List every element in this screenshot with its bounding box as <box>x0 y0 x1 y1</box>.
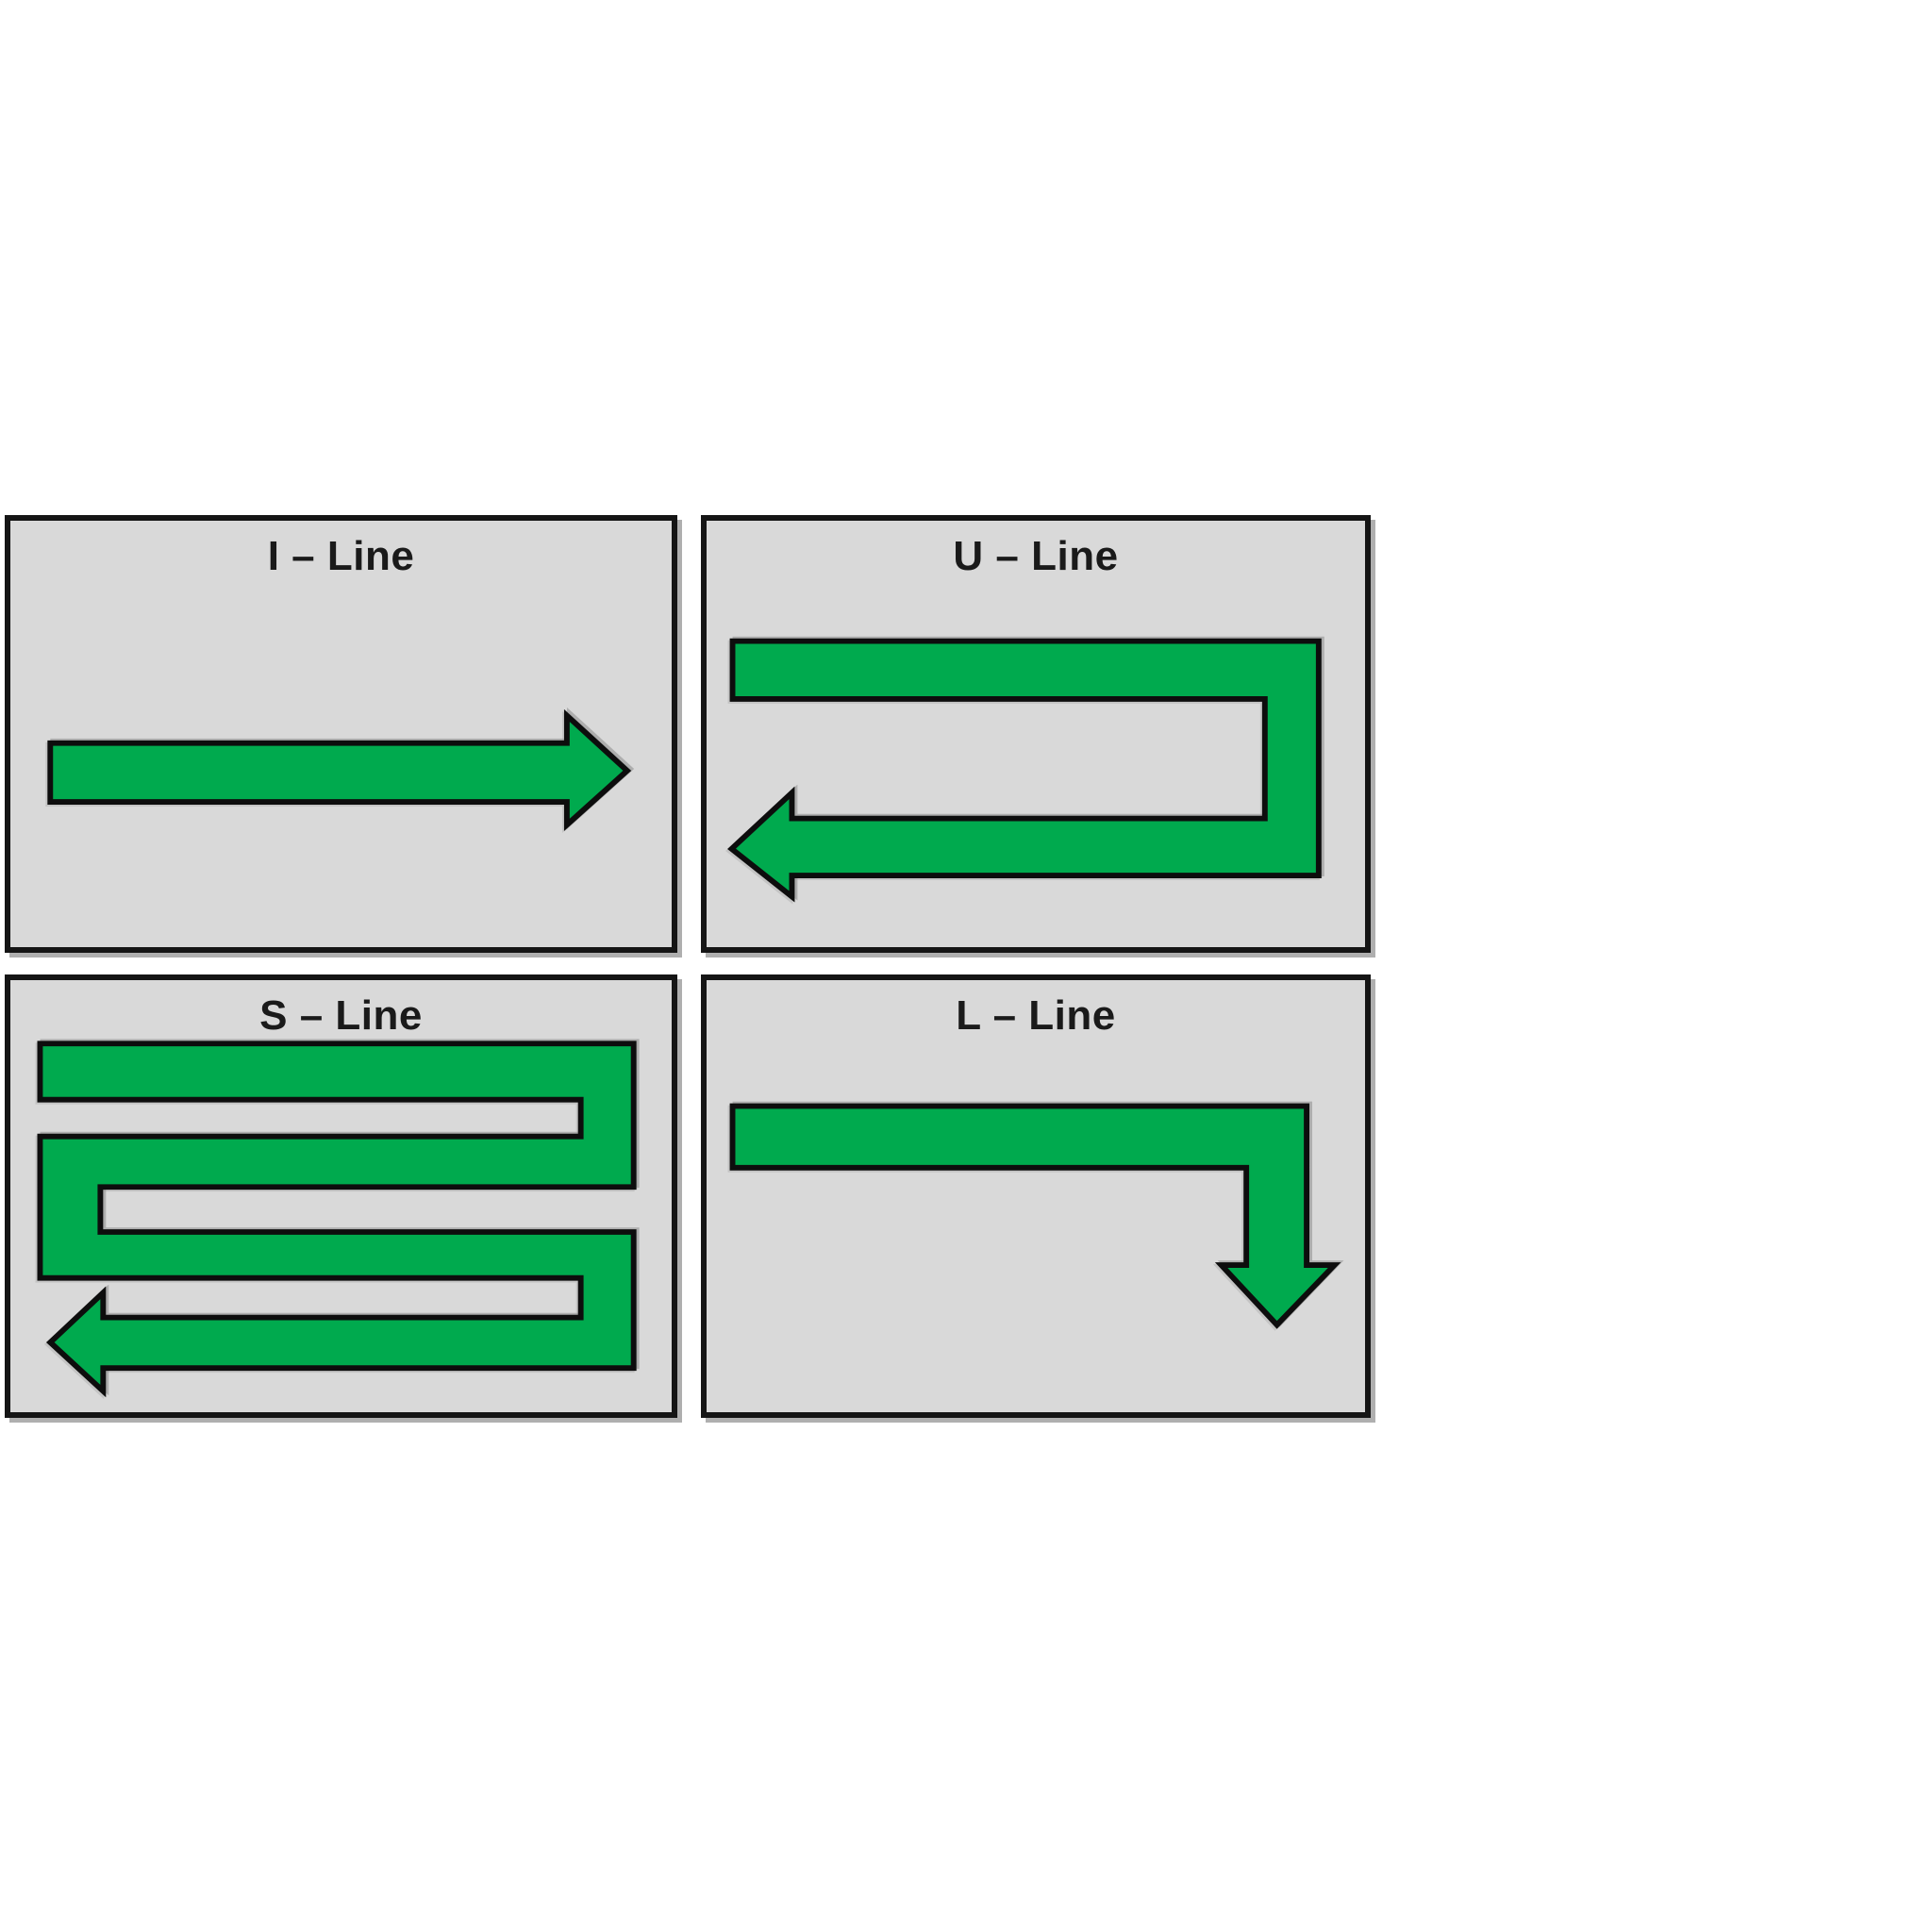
panel-s-line-title: S – Line <box>259 992 423 1039</box>
s-line-serpentine-arrow-icon <box>37 1041 637 1398</box>
u-line-u-turn-arrow-icon <box>727 638 1322 903</box>
panel-i-line: I – Line <box>5 515 677 953</box>
panel-l-line-title: L – Line <box>956 992 1116 1039</box>
i-line-right-arrow-icon <box>47 708 632 832</box>
panel-u-line-title: U – Line <box>953 533 1119 579</box>
panel-l-line: L – Line <box>701 974 1371 1418</box>
panel-s-line: S – Line <box>5 974 677 1418</box>
panel-u-line: U – Line <box>701 515 1371 953</box>
panel-i-line-title: I – Line <box>267 533 415 579</box>
l-line-down-turn-arrow-icon <box>729 1103 1341 1329</box>
